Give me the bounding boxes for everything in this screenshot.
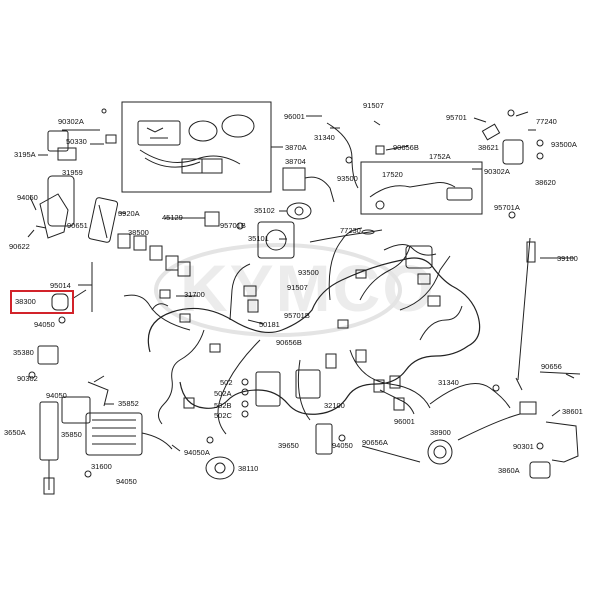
part-label-3870a[interactable]: 3870A	[285, 143, 307, 152]
part-label-90656b-mid[interactable]: 90656B	[276, 338, 302, 347]
part-label-17520[interactable]: 17520	[382, 170, 403, 179]
part-label-91507[interactable]: 91507	[363, 101, 384, 110]
part-label-90622[interactable]: 90622	[9, 242, 30, 251]
part-label-38500[interactable]: 38500	[128, 228, 149, 237]
part-label-50181[interactable]: 50181	[259, 320, 280, 329]
part-label-39100[interactable]: 39100	[557, 254, 578, 263]
part-label-3650a[interactable]: 3650A	[4, 428, 26, 437]
part-label-35380[interactable]: 35380	[13, 348, 34, 357]
part-label-502a[interactable]: 502A	[214, 389, 232, 398]
part-label-90656a[interactable]: 90656A	[362, 438, 388, 447]
part-label-31340[interactable]: 31340	[314, 133, 335, 142]
part-label-38601[interactable]: 38601	[562, 407, 583, 416]
watermark-logo: KYMCO	[180, 251, 436, 325]
part-label-35850[interactable]: 35850	[61, 430, 82, 439]
part-label-50330[interactable]: 50330	[66, 137, 87, 146]
part-label-31340-mid[interactable]: 31340	[438, 378, 459, 387]
part-label-95701[interactable]: 95701	[446, 113, 467, 122]
part-label-94050-b[interactable]: 94050	[34, 320, 55, 329]
part-label-502b[interactable]: 502B	[214, 401, 232, 410]
part-label-31959[interactable]: 31959	[62, 168, 83, 177]
part-label-31600[interactable]: 31600	[91, 462, 112, 471]
part-label-39650[interactable]: 39650	[278, 441, 299, 450]
part-label-90301[interactable]: 90301	[513, 442, 534, 451]
part-label-96001[interactable]: 96001	[284, 112, 305, 121]
part-label-3920a[interactable]: 3920A	[118, 209, 140, 218]
part-label-94050-c[interactable]: 94050	[46, 391, 67, 400]
part-label-77240[interactable]: 77240	[536, 117, 557, 126]
part-label-94050a[interactable]: 94050A	[184, 448, 210, 457]
part-label-35102[interactable]: 35102	[254, 206, 275, 215]
highlight-box-38300	[10, 290, 74, 314]
part-label-38621[interactable]: 38621	[478, 143, 499, 152]
part-label-95701b[interactable]: 95701B	[220, 221, 246, 230]
part-label-90656[interactable]: 90656	[541, 362, 562, 371]
part-label-3195a[interactable]: 3195A	[14, 150, 36, 159]
part-label-502c[interactable]: 502C	[214, 411, 232, 420]
part-label-93500[interactable]: 93500	[337, 174, 358, 183]
part-label-90302[interactable]: 90302	[17, 374, 38, 383]
part-label-94050-d[interactable]: 94050	[116, 477, 137, 486]
part-label-90302a[interactable]: 90302A	[58, 117, 84, 126]
part-label-77230[interactable]: 77230	[340, 226, 361, 235]
part-label-90651[interactable]: 90651	[67, 221, 88, 230]
part-label-90302a-right[interactable]: 90302A	[484, 167, 510, 176]
part-label-35852[interactable]: 35852	[118, 399, 139, 408]
part-label-96001-mid[interactable]: 96001	[394, 417, 415, 426]
part-label-95701a[interactable]: 95701A	[494, 203, 520, 212]
part-label-32100[interactable]: 32100	[324, 401, 345, 410]
part-label-95701b-mid[interactable]: 95701B	[284, 311, 310, 320]
part-label-38704[interactable]: 38704	[285, 157, 306, 166]
part-label-93500-mid[interactable]: 93500	[298, 268, 319, 277]
part-label-90656b[interactable]: 90656B	[393, 143, 419, 152]
part-label-94050[interactable]: 94050	[17, 193, 38, 202]
part-label-38620[interactable]: 38620	[535, 178, 556, 187]
part-label-45129[interactable]: 45129	[162, 213, 183, 222]
part-label-38110[interactable]: 38110	[238, 464, 259, 473]
part-label-91507-mid[interactable]: 91507	[287, 283, 308, 292]
part-label-38300[interactable]: 38300	[15, 297, 36, 306]
part-label-502[interactable]: 502	[220, 378, 233, 387]
part-label-94050-e[interactable]: 94050	[332, 441, 353, 450]
part-label-35101[interactable]: 35101	[248, 234, 269, 243]
part-label-31700[interactable]: 31700	[184, 290, 205, 299]
part-label-1752a[interactable]: 1752A	[429, 152, 451, 161]
part-label-3860a[interactable]: 3860A	[498, 466, 520, 475]
part-label-95014[interactable]: 95014	[50, 281, 71, 290]
part-label-38900[interactable]: 38900	[430, 428, 451, 437]
part-label-93500a[interactable]: 93500A	[551, 140, 577, 149]
